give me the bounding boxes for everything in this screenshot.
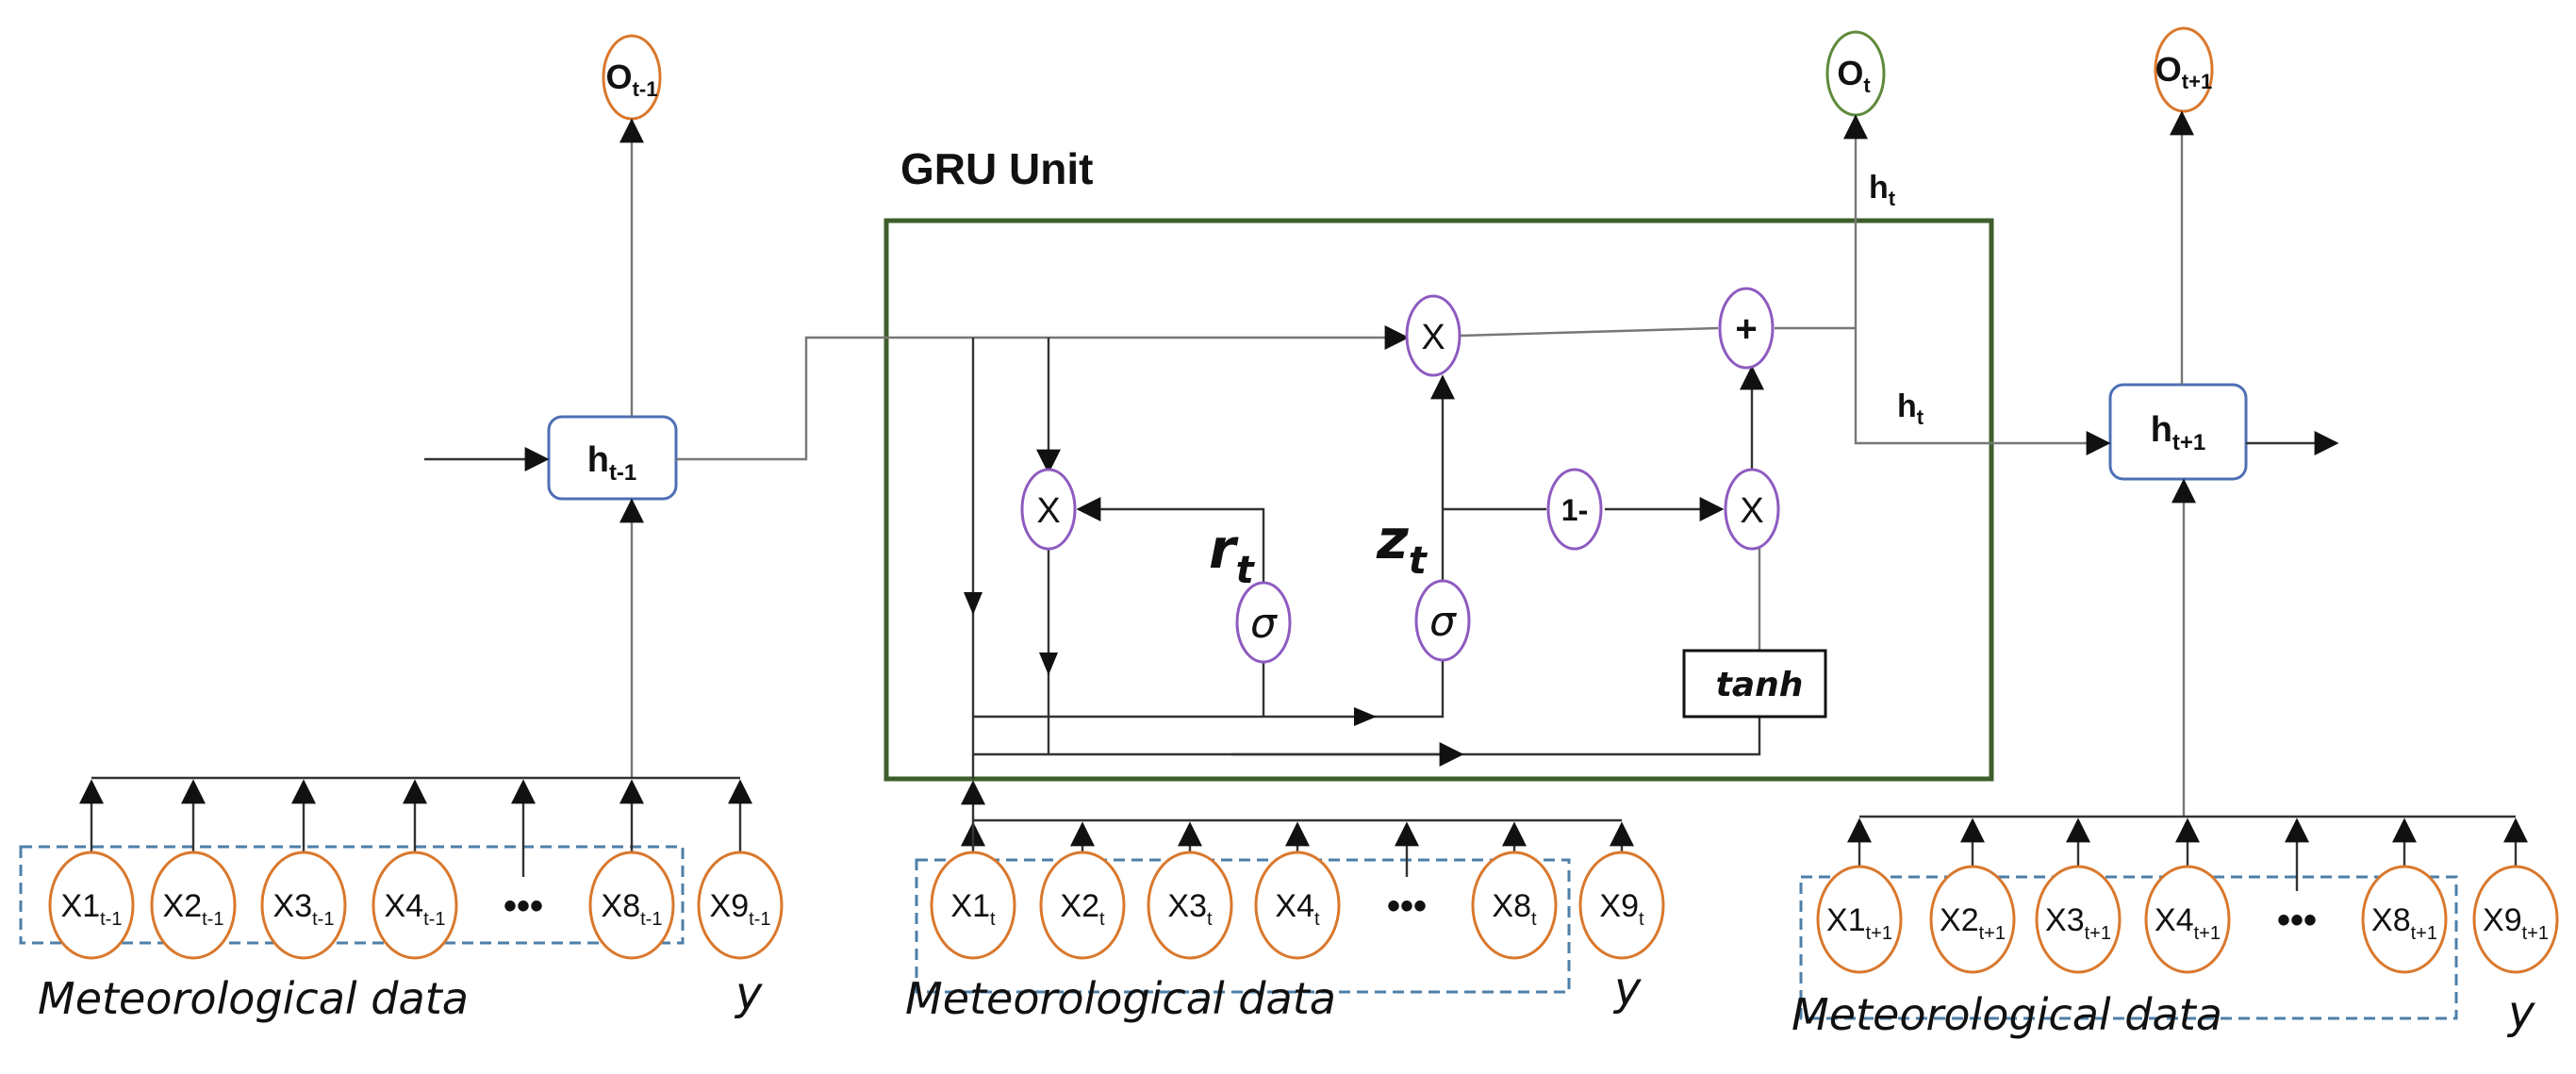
svg-text:X4t+1: X4t+1 (2155, 902, 2221, 944)
ellipsis-dots: ••• (504, 885, 543, 927)
svg-text:X2t-1: X2t-1 (163, 888, 224, 930)
svg-text:X: X (1036, 491, 1060, 531)
input-node-x1: X1t+1 (1816, 865, 1903, 974)
output-node-next: Ot+1 (2154, 26, 2214, 113)
ellipsis-dots: ••• (2277, 900, 2317, 941)
gate-mult-reset: X (1020, 468, 1077, 551)
tanh-box: tanh (1682, 649, 1827, 719)
input-node-x8: X8t (1471, 851, 1558, 960)
meteorological-group-box (1799, 875, 2458, 1020)
svg-text:X1t-1: X1t-1 (61, 888, 123, 930)
svg-text:X1t+1: X1t+1 (1826, 902, 1892, 944)
svg-text:X8t-1: X8t-1 (602, 888, 663, 930)
right-arrowhead-sigmas (1354, 707, 1377, 726)
input-node-x2: X2t-1 (150, 851, 237, 960)
input-node-x2: X2t (1039, 851, 1126, 960)
svg-text:X9t+1: X9t+1 (2483, 902, 2549, 944)
meteorological-data-label: Meteorological data (1792, 989, 2222, 1040)
gru-unit-title: GRU Unit (900, 144, 1093, 193)
svg-text:σ: σ (1429, 598, 1457, 646)
output-node-current: Ot (1825, 30, 1886, 117)
svg-text:1-: 1- (1561, 493, 1588, 527)
target-y-label: y (2506, 986, 2535, 1039)
svg-text:X2t+1: X2t+1 (1940, 902, 2006, 944)
input-node-x3: X3t (1147, 851, 1233, 960)
svg-text:X8t: X8t (1492, 888, 1537, 930)
down-arrowhead-reset (1039, 653, 1058, 675)
svg-text:X3t+1: X3t+1 (2045, 902, 2111, 944)
input-node-x1: X1t-1 (48, 851, 135, 960)
svg-text:X4t-1: X4t-1 (385, 888, 446, 930)
ht-to-hnext (1854, 328, 2111, 455)
gate-mult-top: X (1405, 294, 1461, 377)
update-gate-label: zt (1376, 507, 1428, 583)
input-node-x8: X8t-1 (588, 851, 675, 960)
input-node-x9: X9t+1 (2472, 865, 2559, 974)
target-y-label: y (1612, 963, 1642, 1016)
svg-text:tanh: tanh (1716, 666, 1804, 704)
input-node-x2: X2t+1 (1929, 865, 2016, 974)
reset-gate-label: rt (1209, 517, 1256, 592)
feed-to-tanh (973, 717, 1761, 756)
svg-text:ht+1: ht+1 (2151, 410, 2206, 455)
gate-sigma-z: σ (1414, 579, 1471, 662)
svg-text:X8t+1: X8t+1 (2371, 902, 2437, 944)
input-groups: X1t-1 X2t-1 X3t-1 X4t-1 X8t-1 X9t-1 ••• Meteoro… (19, 776, 2559, 1040)
input-node-x4: X4t+1 (2144, 865, 2231, 974)
input-group-tplus1: X1t+1 X2t+1 X3t+1 X4t+1 X8t+1 X9t+1 ••• Meteoro… (1792, 815, 2559, 1040)
svg-text:X4t: X4t (1275, 888, 1320, 930)
svg-text:σ: σ (1250, 600, 1278, 648)
ht-label-right: ht (1897, 388, 1924, 429)
svg-text:X9t: X9t (1599, 888, 1644, 930)
input-node-x9: X9t-1 (697, 851, 784, 960)
meteorological-data-label: Meteorological data (905, 973, 1336, 1024)
gate-sigma-r: σ (1235, 581, 1292, 664)
svg-text:X3t: X3t (1167, 888, 1213, 930)
hidden-box-prev: ht-1 (547, 415, 678, 501)
input-node-x4: X4t (1254, 851, 1341, 960)
input-node-x1: X1t (930, 851, 1016, 960)
svg-text:X1t: X1t (950, 888, 996, 930)
meteorological-group-box (19, 845, 685, 945)
input-node-x3: X3t-1 (260, 851, 347, 960)
input-group-t-1: X1t-1 X2t-1 X3t-1 X4t-1 X8t-1 X9t-1 ••• Meteoro… (19, 776, 784, 1024)
svg-text:X9t-1: X9t-1 (710, 888, 771, 930)
input-node-x4: X4t-1 (372, 851, 458, 960)
input-node-x9: X9t (1578, 851, 1665, 960)
sigma-r-to-reset (1076, 497, 1265, 585)
input-node-x3: X3t+1 (2035, 865, 2122, 974)
feed-to-sigmas (973, 660, 1445, 719)
gate-mult-update: X (1724, 468, 1780, 551)
input-node-x8: X8t+1 (2361, 865, 2448, 974)
ht-label-top: ht (1869, 170, 1896, 210)
svg-text:Ot: Ot (1837, 54, 1871, 97)
hprev-to-gru (676, 325, 1410, 461)
svg-text:Ot+1: Ot+1 (2155, 50, 2212, 93)
svg-text:X: X (1421, 318, 1445, 357)
svg-text:Ot-1: Ot-1 (606, 58, 658, 101)
gate-one-minus: 1- (1546, 468, 1603, 551)
target-y-label: y (734, 967, 763, 1020)
svg-text:ht-1: ht-1 (587, 440, 637, 486)
svg-text:+: + (1735, 308, 1757, 350)
meteorological-group-box (915, 858, 1571, 994)
down-arrowhead-left (964, 592, 983, 615)
mult-to-plus (1459, 326, 1719, 338)
gru-unit-box (883, 218, 1994, 782)
hidden-box-next: ht+1 (2108, 383, 2248, 481)
ellipsis-dots: ••• (1387, 885, 1427, 927)
svg-text:X3t-1: X3t-1 (273, 888, 335, 930)
input-group-t: X1t X2t X3t X4t X8t X9t ••• Meteorological data… (905, 818, 1665, 1024)
meteorological-data-label: Meteorological data (38, 973, 469, 1024)
gate-plus: + (1718, 287, 1775, 370)
svg-text:X2t: X2t (1060, 888, 1105, 930)
output-node-prev: Ot-1 (602, 34, 662, 121)
svg-text:X: X (1740, 491, 1763, 531)
